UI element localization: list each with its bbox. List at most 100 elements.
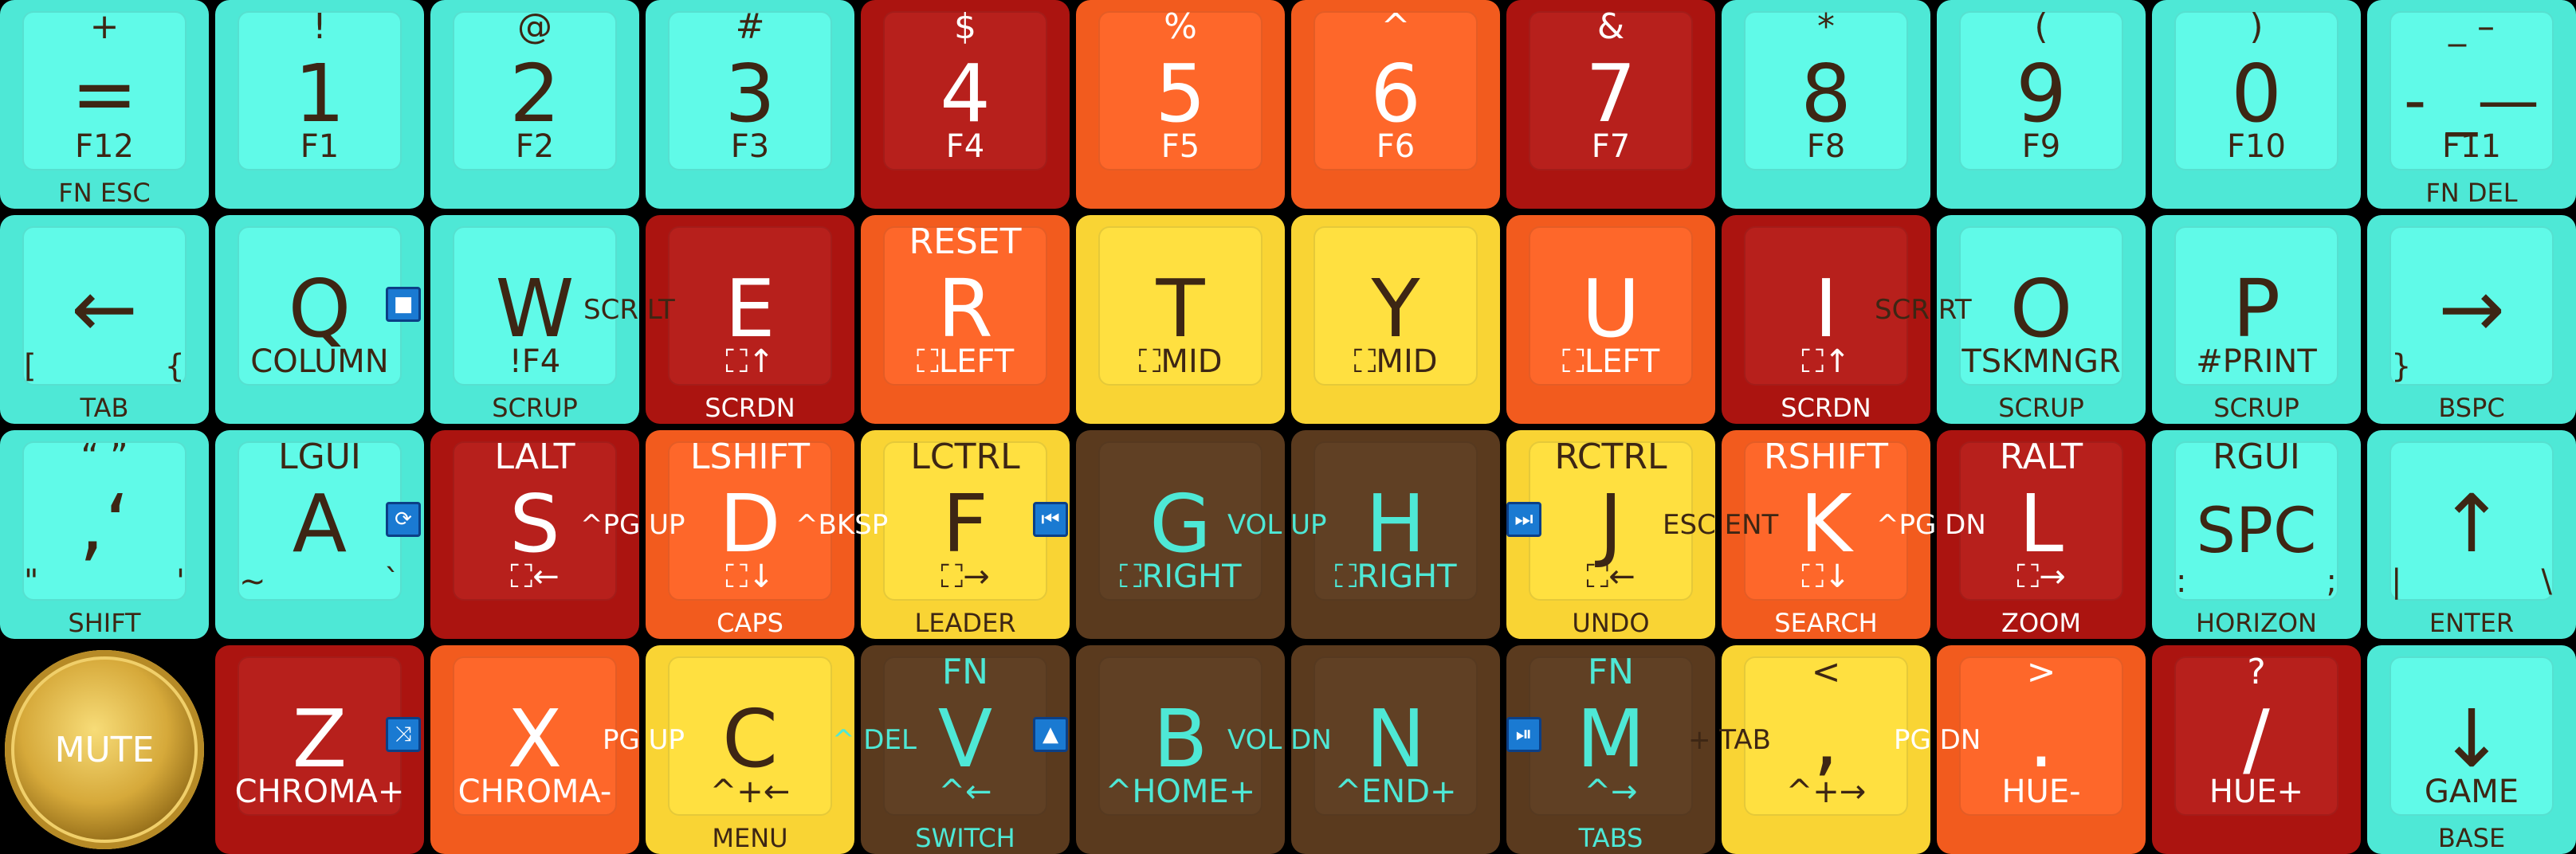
key-bot-legend: SCRDN (705, 393, 795, 423)
key-main-legend: 7 (1585, 47, 1636, 140)
key-sub-legend: !F4 (509, 343, 561, 380)
key-7[interactable]: 7&F7 (1506, 0, 1715, 209)
key-sub-legend: CHROMA+ (234, 774, 405, 810)
combo-label: + TAB (1688, 724, 1772, 756)
key-y[interactable]: Y⛶MID (1291, 215, 1500, 424)
keycap-top (238, 226, 402, 386)
key-i[interactable]: I⛶↑SCRDN (1722, 215, 1930, 424)
key-1[interactable]: 1!F1 (215, 0, 424, 209)
key-5[interactable]: 5%F5 (1076, 0, 1285, 209)
keycap-top (453, 226, 617, 386)
key-main-legend: 4 (940, 47, 991, 140)
key-sub-legend: ^← (938, 774, 992, 810)
key-0[interactable]: 0)F10 (2152, 0, 2361, 209)
keycap-top (883, 226, 1047, 386)
key-top-legend: RCTRL (1554, 437, 1667, 477)
keycap-top (2389, 226, 2554, 386)
keycap-top (2389, 441, 2554, 601)
key-main-legend: G (1149, 477, 1211, 570)
key-main-legend: 3 (724, 47, 776, 140)
key-sub-legend: ⛶← (510, 558, 560, 595)
key-t[interactable]: T⛶MID (1076, 215, 1285, 424)
key-sub-legend: ^END+ (1334, 774, 1457, 810)
key-e[interactable]: E⛶↑SCRDN (646, 215, 854, 424)
key-n[interactable]: N^END+ (1291, 645, 1500, 854)
key-h[interactable]: H⛶RIGHT (1291, 430, 1500, 639)
mute-knob[interactable]: MUTE (5, 650, 204, 849)
key-b[interactable]: B^HOME+ (1076, 645, 1285, 854)
key-g[interactable]: G⛶RIGHT (1076, 430, 1285, 639)
key-sub-legend: ⛶RIGHT (1334, 558, 1457, 595)
key-top-legend: LSHIFT (690, 437, 810, 477)
keycap-top (1959, 11, 2123, 170)
key-bot-legend: UNDO (1572, 608, 1650, 638)
key-left-legend: " (24, 563, 39, 600)
keycap-top (668, 11, 832, 170)
keycap-top (2174, 11, 2338, 170)
combo-label: VOL UP (1227, 509, 1327, 541)
key-4[interactable]: 4$F4 (861, 0, 1070, 209)
mute-label: MUTE (54, 730, 155, 770)
key-top-legend: ( (2034, 6, 2048, 47)
key-symbol[interactable]: ↑ENTER|\ (2367, 430, 2576, 639)
key-main-legend: 8 (1800, 47, 1852, 140)
keycap-top (1314, 441, 1478, 601)
key-bot-legend: TABS (1578, 823, 1643, 853)
key-u[interactable]: U⛶LEFT (1506, 215, 1715, 424)
keycap-top (238, 11, 402, 170)
key-symbol[interactable]: →BSPC} (2367, 215, 2576, 424)
key-main-legend: , (1813, 692, 1839, 785)
key-top-legend: _ – (2448, 6, 2495, 47)
key-symbol[interactable]: ,‘“ ”SHIFT"' (0, 430, 209, 639)
key-symbol[interactable]: /?HUE+ (2152, 645, 2361, 854)
key-bot-legend: SHIFT (68, 608, 141, 638)
keycap-top (22, 226, 187, 386)
key-bot-legend: BSPC (2438, 393, 2505, 423)
key-left-legend: : (2176, 563, 2187, 600)
key-sub-legend: F7 (1591, 128, 1631, 165)
key-main-legend: - _— (2404, 65, 2539, 137)
key-3[interactable]: 3#F3 (646, 0, 854, 209)
key-left-legend: [ (24, 348, 37, 385)
key-main-legend: N (1365, 692, 1426, 785)
keycap-top (1744, 441, 1908, 601)
key-sub-legend: F1 (300, 128, 340, 165)
key-8[interactable]: 8*F8 (1722, 0, 1930, 209)
key-symbol[interactable]: ,<^+→ (1722, 645, 1930, 854)
keycap-top (1959, 656, 2123, 816)
key-top-legend: ^ (1380, 6, 1411, 47)
key-top-legend: RSHIFT (1764, 437, 1888, 477)
key-symbol[interactable]: .>HUE- (1937, 645, 2146, 854)
key-sub-legend: ⛶→ (2016, 558, 2066, 595)
keycap-top (1098, 441, 1262, 601)
key-top-legend: @ (517, 6, 552, 47)
key-main-legend: S (509, 477, 560, 570)
key-6[interactable]: 6^F6 (1291, 0, 1500, 209)
key-sub-legend: F6 (1376, 128, 1416, 165)
key-main-legend: 1 (294, 47, 345, 140)
key-2[interactable]: 2@F2 (430, 0, 639, 209)
key-c[interactable]: C^+←MENU (646, 645, 854, 854)
key-symbol[interactable]: ←TAB[{ (0, 215, 209, 424)
repeat-icon: ⟳ (386, 502, 421, 537)
key-sub-legend: ^→ (1584, 774, 1638, 810)
key-main-legend: ↑ (2438, 477, 2505, 570)
key-sub-legend: ⛶RIGHT (1119, 558, 1242, 595)
key-sub-legend: ⛶MID (1138, 343, 1223, 380)
key-9[interactable]: 9(F9 (1937, 0, 2146, 209)
key-sub-legend: F11 (2442, 128, 2501, 165)
